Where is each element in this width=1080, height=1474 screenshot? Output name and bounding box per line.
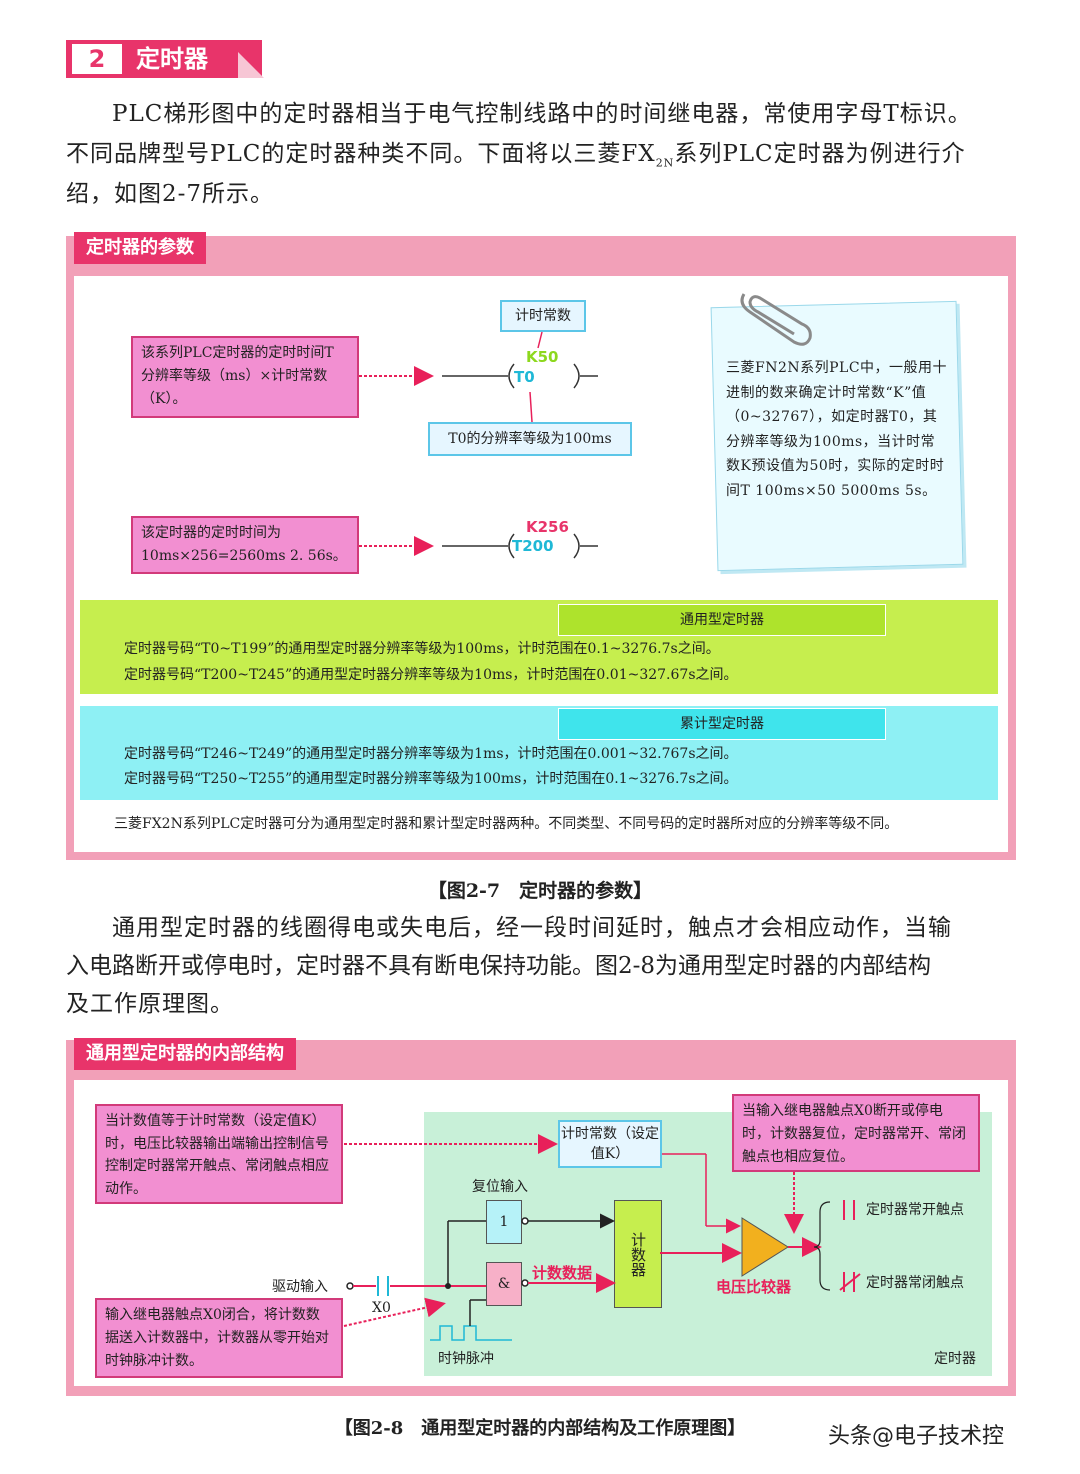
no-contact-label: 定时器常开触点 (866, 1202, 964, 1218)
intro-line-3: 绍，如图2-7所示。 (66, 181, 275, 207)
t0-label: T0 (514, 368, 535, 386)
figure-2-8-tab: 通用型定时器的内部结构 (74, 1038, 296, 1070)
section-number: 2 (72, 44, 122, 74)
fig7-ladder-svg (359, 331, 598, 559)
paperclip-icon (740, 293, 812, 346)
clock-pulse-label: 时钟脉冲 (438, 1351, 494, 1367)
formula-box: 该系列PLC定时器的定时时间T 分辨率等级（ms）×计时常数（K）。 (131, 336, 359, 418)
accumulative-timer-line-1: 定时器号码“T246~T249”的通用型定时器分辨率等级为1ms，计时范围在0.… (124, 746, 738, 762)
intro-line-1: PLC梯形图中的定时器相当于电气控制线路中的时间继电器，常使用字母T标识。 (112, 101, 972, 127)
note-text: 三菱FN2N系列PLC中，一般用十进制的数来确定计时常数“K”值（0~32767… (726, 360, 948, 499)
x0-note-box: 输入继电器触点X0闭合，将计数数据送入计数器中，计数器从零开始对时钟脉冲计数。 (95, 1298, 343, 1378)
intro-line-2: 不同品牌型号PLC的定时器种类不同。下面将以三菱FX2N系列PLC定时器为例进行… (66, 141, 966, 170)
general-timer-title: 通用型定时器 (558, 604, 886, 636)
constant-box: 计时常数（设定值K） (558, 1120, 662, 1168)
section-title: 定时器 (136, 45, 208, 73)
drive-input-label: 驱动输入 (272, 1279, 328, 1295)
comparator-label: 电压比较器 (716, 1278, 792, 1296)
watermark: 头条@电子技术控 (828, 1424, 1005, 1449)
page-curl-decoration (238, 52, 264, 78)
reset-note-box: 当输入继电器触点X0断开或停电时，计数器复位，定时器常开、常闭触点也相应复位。 (732, 1094, 980, 1172)
para2-line-3: 及工作原理图。 (66, 991, 234, 1017)
example-box: 该定时器的定时时间为10ms×256=2560ms 2. 56s。 (131, 516, 359, 574)
count-data-label: 计数数据 (532, 1264, 593, 1282)
figure-2-8-caption: 【图2-8 通用型定时器的内部结构及工作原理图】 (334, 1418, 746, 1439)
general-timer-line-1: 定时器号码“T0~T199”的通用型定时器分辨率等级为100ms，计时范围在0.… (124, 641, 720, 657)
figure-2-7-caption: 【图2-7 定时器的参数】 (427, 880, 653, 902)
nc-contact-label: 定时器常闭触点 (866, 1275, 964, 1291)
accumulative-timer-line-2: 定时器号码“T250~T255”的通用型定时器分辨率等级为100ms，计时范围在… (124, 771, 738, 787)
general-timer-line-2: 定时器号码“T200~T245”的通用型定时器分辨率等级为10ms，计时范围在0… (124, 667, 738, 683)
figure-2-7-footer: 三菱FX2N系列PLC定时器可分为通用型定时器和累计型定时器两种。不同类型、不同… (114, 816, 899, 832)
reset-input-label: 复位输入 (472, 1179, 528, 1195)
k50-label: K50 (526, 348, 559, 366)
fig8-circuit-svg (343, 1134, 861, 1341)
figure-2-7-tab: 定时器的参数 (74, 232, 206, 264)
timer-label: 定时器 (934, 1351, 976, 1367)
k256-label: K256 (526, 518, 569, 536)
x0-label: X0 (372, 1300, 391, 1316)
t200-label: T200 (512, 537, 554, 555)
para2-line-2: 入电路断开或停电时，定时器不具有断电保持功能。图2-8为通用型定时器的内部结构 (66, 953, 932, 979)
not-gate: 1 (486, 1200, 522, 1244)
constant-label: 计时常数 (500, 300, 586, 332)
comparator-note-box: 当计数值等于计时常数（设定值K）时，电压比较器输出端输出控制信号控制定时器常开触… (95, 1104, 343, 1204)
accumulative-timer-title: 累计型定时器 (558, 708, 886, 740)
para2-line-1: 通用型定时器的线圈得电或失电后，经一段时间延时，触点才会相应动作，当输 (112, 915, 952, 941)
resolution-label: T0的分辨率等级为100ms (428, 422, 632, 456)
